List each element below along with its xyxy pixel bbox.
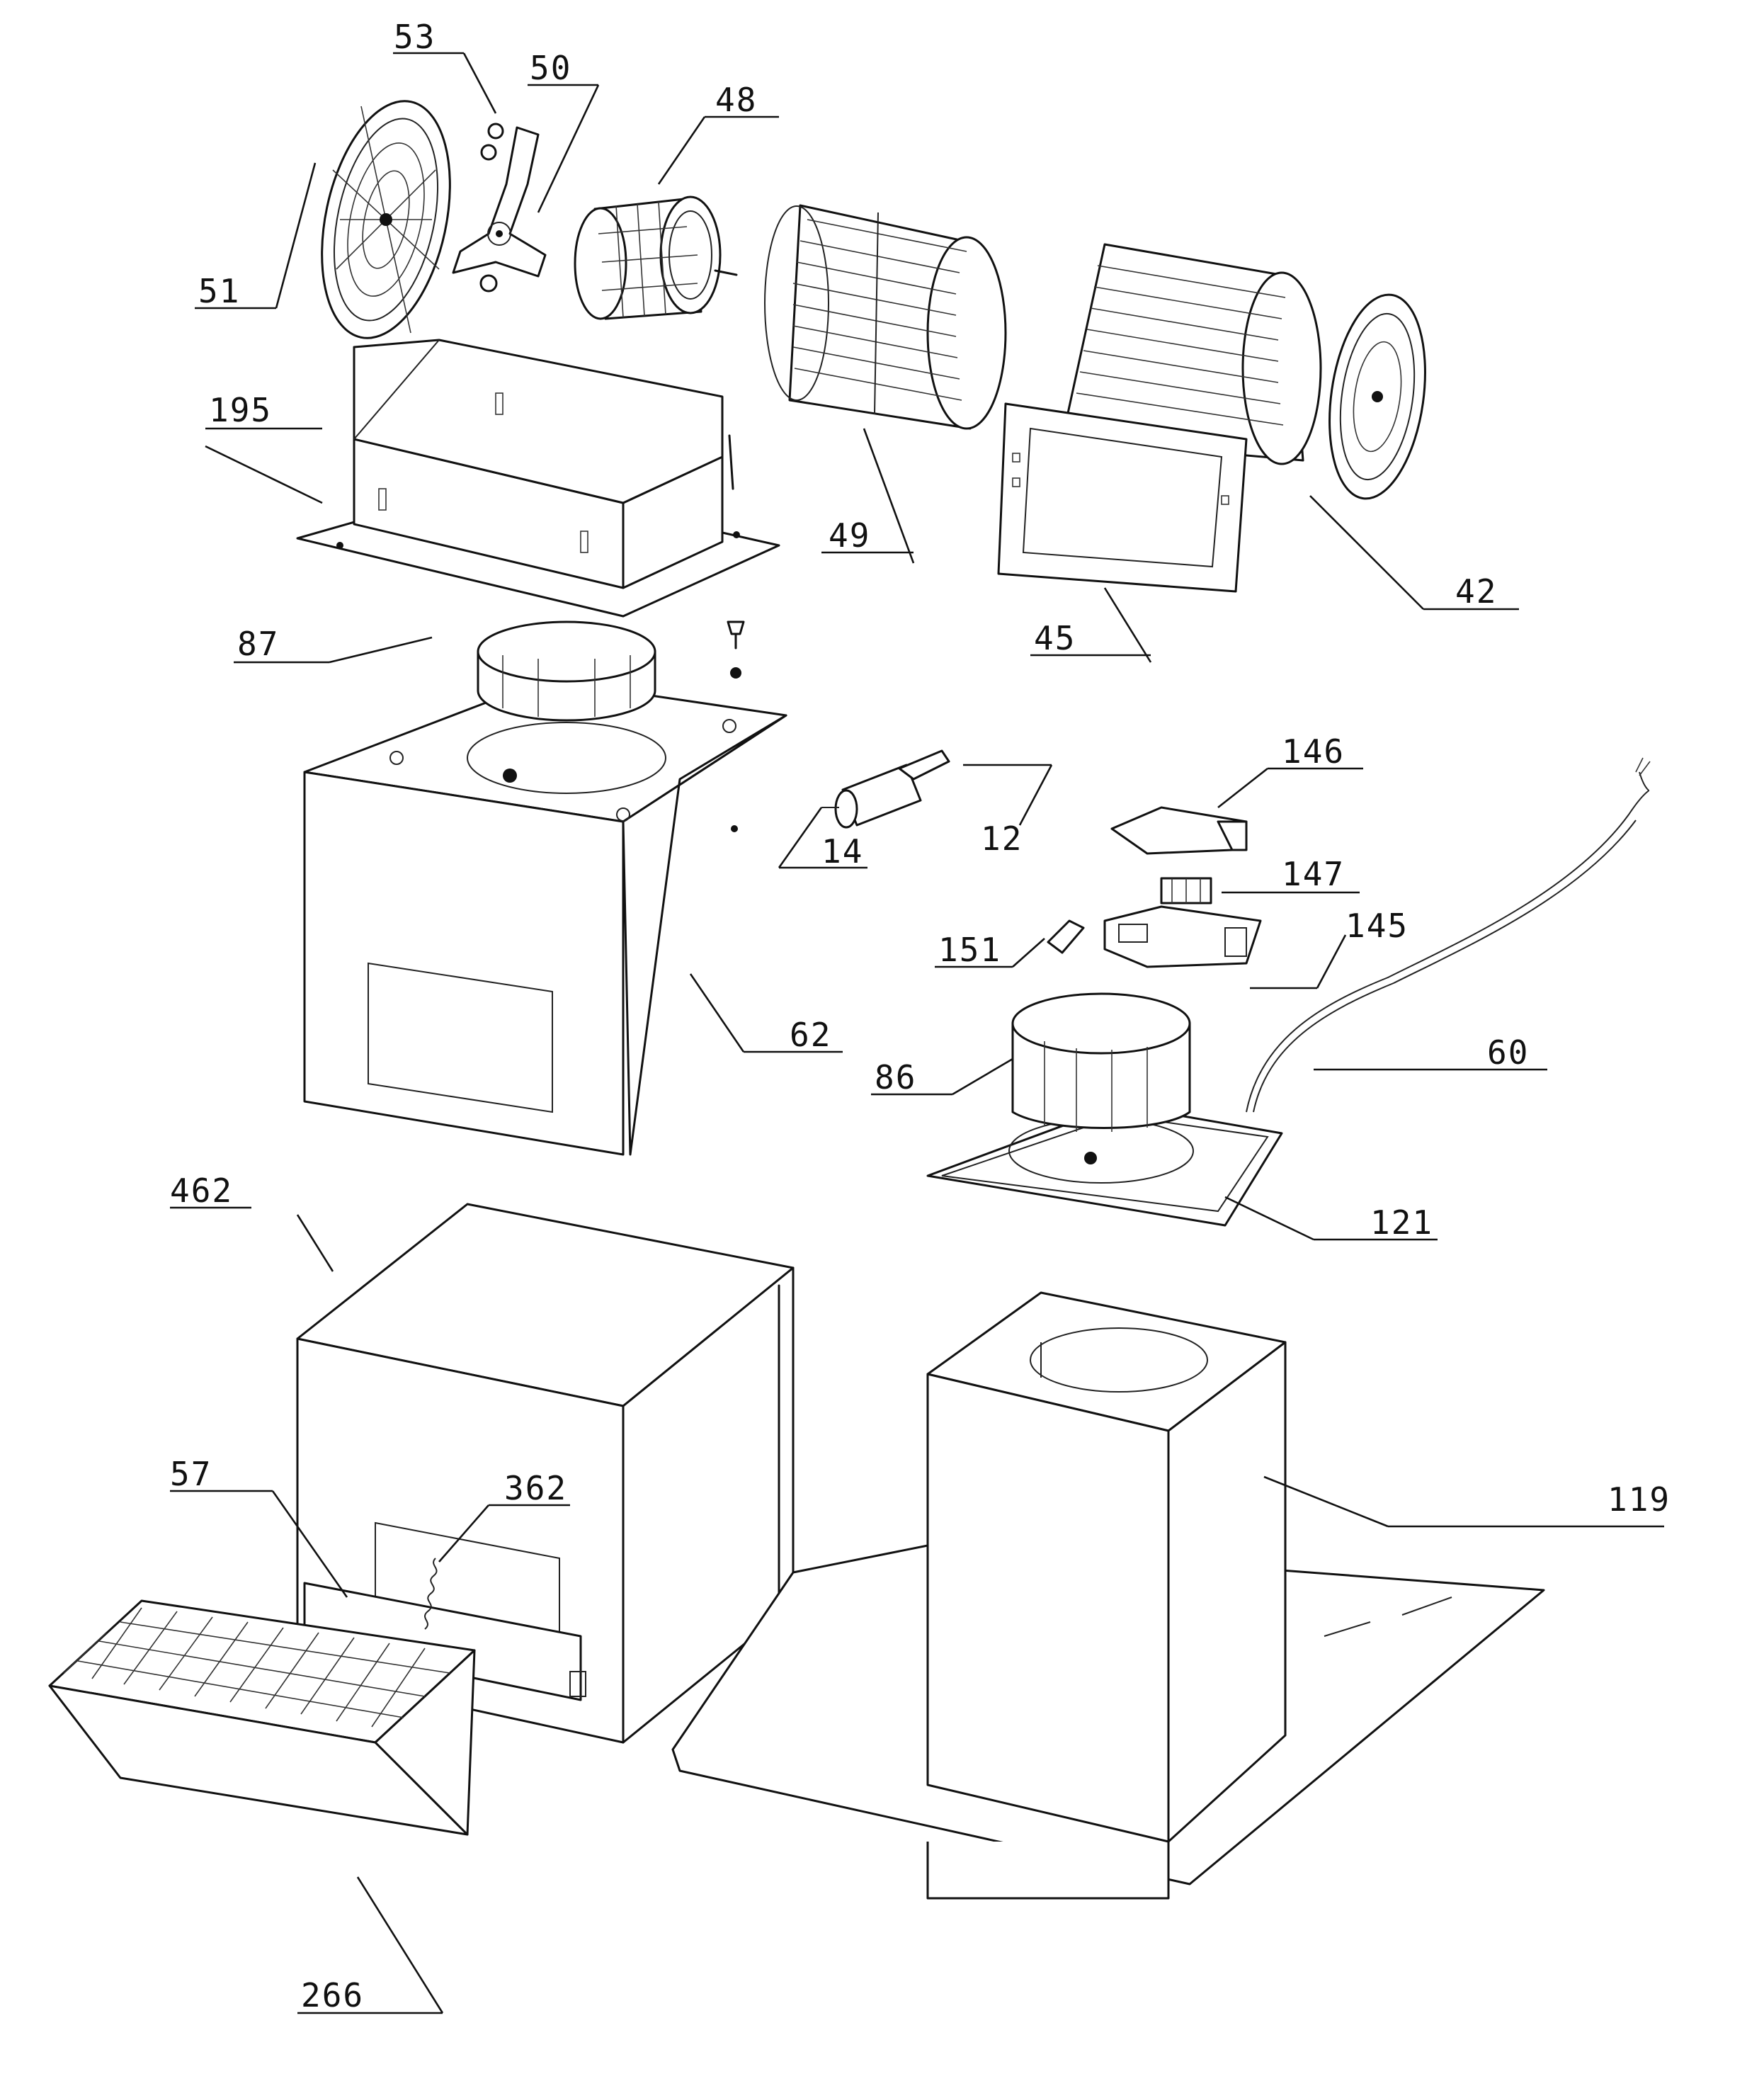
label-87: 87 [237,625,279,663]
label-53: 53 [394,18,436,56]
label-266: 266 [301,1976,364,2014]
label-51: 51 [198,272,240,310]
terminal-block-147 [1160,877,1212,905]
label-145: 145 [1345,907,1409,945]
label-14: 14 [821,832,863,871]
mounting-plate-45 [997,402,1248,593]
motor-48 [574,195,738,320]
label-121: 121 [1370,1203,1433,1242]
label-146: 146 [1282,732,1345,771]
blower-wheel-49 [764,204,1007,430]
label-195: 195 [209,391,272,429]
power-cord-60 [1246,757,1651,1113]
label-151: 151 [938,931,1001,969]
reference-labels: 53 50 48 51 195 49 42 45 87 146 12 14 14… [170,18,1671,2014]
label-119: 119 [1607,1480,1671,1519]
blower-housing-42 [1061,243,1426,500]
label-45: 45 [1034,619,1076,657]
hood-body-62 [303,679,787,1156]
round-collar-86 [1011,992,1191,1132]
label-50: 50 [530,49,571,87]
leader-lines [170,52,1664,2014]
motor-end-plate-51 [321,100,451,339]
label-12: 12 [981,820,1023,858]
switch-housing-145 [1103,905,1262,968]
collar-box-195 [296,339,780,618]
label-462: 462 [170,1172,233,1210]
label-62: 62 [790,1016,831,1054]
switch-cover-146 [1110,806,1248,855]
label-362: 362 [504,1469,567,1507]
roof-curb-119 [671,1291,1545,1900]
fastener-screw [727,620,745,832]
label-49: 49 [829,516,870,555]
label-86: 86 [875,1058,916,1096]
light-socket-151 [1047,919,1085,954]
label-147: 147 [1282,855,1345,893]
label-42: 42 [1455,572,1497,611]
mounting-plate-121 [926,1104,1283,1227]
motor-bracket-50 [452,123,547,293]
grease-filter-266 [48,1599,476,1836]
label-48: 48 [715,81,757,119]
capacitor-12 [821,749,950,829]
round-collar-87 [477,620,656,722]
label-60: 60 [1487,1033,1529,1072]
label-57: 57 [170,1455,212,1493]
